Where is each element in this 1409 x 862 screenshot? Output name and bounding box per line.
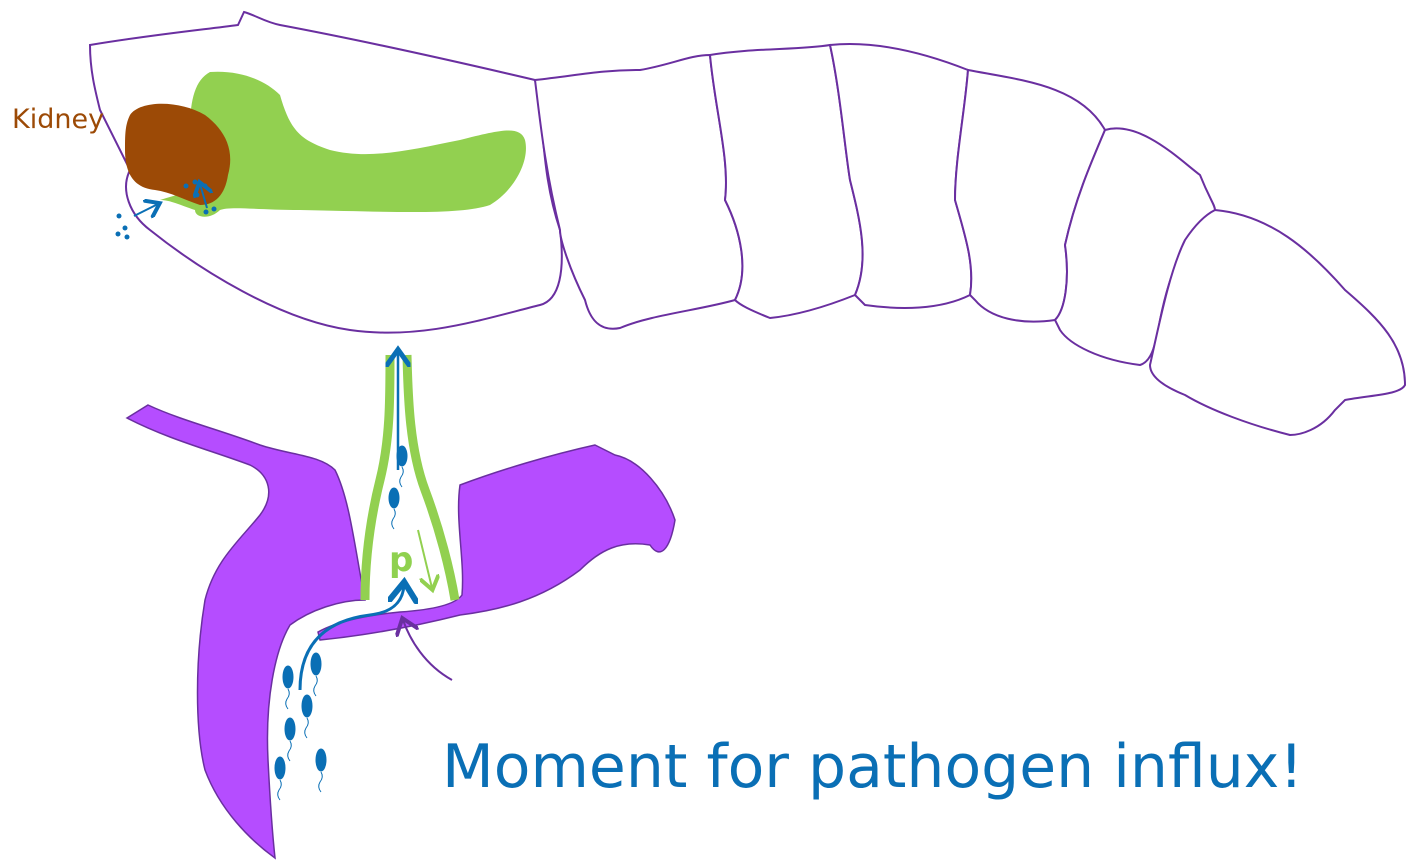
kidney-label: Kidney xyxy=(12,104,104,135)
body-segment-tail xyxy=(1150,210,1405,435)
duct-tube-right xyxy=(407,355,455,600)
arrow-icon xyxy=(403,620,452,680)
body-segment-1 xyxy=(535,55,742,329)
arrow-icon xyxy=(418,530,432,588)
caption-text: Moment for pathogen influx! xyxy=(442,732,1303,802)
duct-tube-left xyxy=(365,355,390,600)
pressure-label: p xyxy=(389,540,413,580)
